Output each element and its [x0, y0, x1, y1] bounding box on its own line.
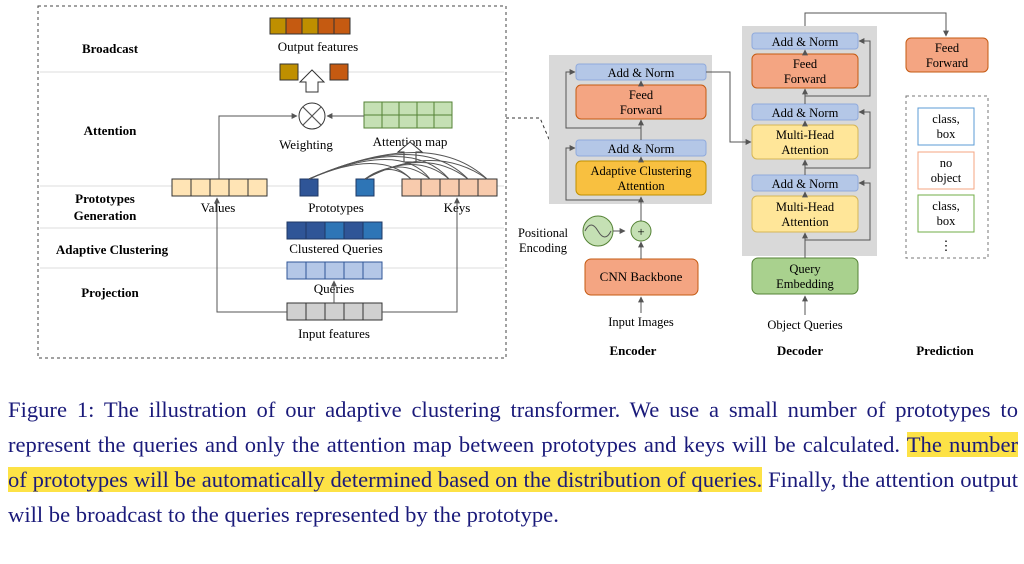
decoder-feed-forward-line2: Forward: [784, 72, 827, 86]
output-features-strip: [269, 17, 351, 35]
figure-diagram: Broadcast Attention Prototypes Generatio…: [37, 5, 989, 359]
prototype-cell-1: [299, 178, 319, 197]
prediction-item-1-line2: box: [937, 127, 957, 141]
up-arrow-hollow: [298, 69, 326, 93]
queries-strip: [286, 261, 383, 280]
values-label: Values: [201, 200, 236, 215]
encoder-block: Add & Norm Feed Forward Add & Norm Adapt…: [549, 55, 712, 204]
row-label-adaptive-clustering: Adaptive Clustering: [56, 242, 169, 257]
prototype-cell-2: [355, 178, 375, 197]
prediction-item-3-line2: box: [937, 214, 957, 228]
decoder-mha-1-line2: Attention: [781, 143, 829, 157]
encoder-title: Encoder: [610, 343, 657, 358]
prediction-feed-forward-line1: Feed: [935, 41, 960, 55]
row-label-attention: Attention: [84, 123, 137, 138]
prediction-item-2-line1: no: [940, 156, 953, 170]
decoder-mha-1-line1: Multi-Head: [776, 128, 835, 142]
prediction-title: Prediction: [916, 343, 974, 358]
decoder-block: Add & Norm Feed Forward Add & Norm Multi…: [742, 26, 877, 256]
input-images-label: Input Images: [608, 315, 674, 329]
input-features-strip: [286, 302, 383, 321]
figure-caption: Figure 1: The illustration of our adapti…: [8, 392, 1018, 532]
row-label-prototypes: Prototypes: [75, 191, 135, 206]
encoder-add-norm-bottom: Add & Norm: [608, 142, 675, 156]
attention-map-grid: [363, 101, 453, 129]
keys-strip: [401, 178, 498, 197]
left-panel: Broadcast Attention Prototypes Generatio…: [37, 5, 507, 359]
caption-text-part1: Figure 1: The illustration of our adapti…: [8, 397, 1018, 457]
output-features-label: Output features: [278, 39, 359, 54]
prediction-ellipsis: ⋮: [940, 238, 953, 253]
decoder-title: Decoder: [777, 343, 823, 358]
decoder-mha-2-line1: Multi-Head: [776, 200, 835, 214]
plus-sign: +: [637, 224, 644, 239]
prediction-item-2-line2: object: [931, 171, 962, 185]
prediction-outputs-box: [905, 95, 989, 259]
attention-arcs: [308, 152, 488, 180]
prediction-feed-forward-line2: Forward: [926, 56, 969, 70]
positional-encoding-line2: Encoding: [519, 241, 568, 255]
output-cell-2: [329, 63, 349, 81]
decoder-mha-2-line2: Attention: [781, 215, 829, 229]
clustered-queries-label: Clustered Queries: [289, 241, 383, 256]
encoder-adaptive-attention-line1: Adaptive Clustering: [590, 164, 692, 178]
cnn-backbone-label: CNN Backbone: [600, 269, 683, 284]
decoder-add-norm-3: Add & Norm: [772, 177, 839, 191]
clustered-queries-strip: [286, 221, 383, 240]
row-label-generation: Generation: [74, 208, 138, 223]
values-strip: [171, 178, 268, 197]
row-label-broadcast: Broadcast: [82, 41, 139, 56]
weighting-label: Weighting: [279, 137, 333, 152]
encoder-feed-forward-line1: Feed: [629, 88, 654, 102]
query-embedding-line1: Query: [789, 262, 821, 276]
query-embedding-line2: Embedding: [776, 277, 834, 291]
decoder-add-norm-2: Add & Norm: [772, 106, 839, 120]
output-cell-1: [279, 63, 299, 81]
prototypes-label: Prototypes: [308, 200, 364, 215]
encoder-to-decoder-arrow: [706, 71, 752, 145]
row-label-projection: Projection: [81, 285, 139, 300]
prediction-item-3-line1: class,: [932, 199, 959, 213]
encoder-add-norm-top: Add & Norm: [608, 66, 675, 80]
input-features-label: Input features: [298, 326, 370, 341]
encoder-feed-forward-line2: Forward: [620, 103, 663, 117]
decoder-feed-forward-line1: Feed: [793, 57, 818, 71]
caption-text-part2: Finally, the attention output will be br…: [8, 467, 1018, 527]
encoder-adaptive-attention-line2: Attention: [617, 179, 665, 193]
decoder-to-prediction-arrow: [804, 12, 949, 37]
prediction-item-1-line1: class,: [932, 112, 959, 126]
object-queries-label: Object Queries: [767, 318, 842, 332]
decoder-add-norm-1: Add & Norm: [772, 35, 839, 49]
positional-encoding-line1: Positional: [518, 226, 569, 240]
